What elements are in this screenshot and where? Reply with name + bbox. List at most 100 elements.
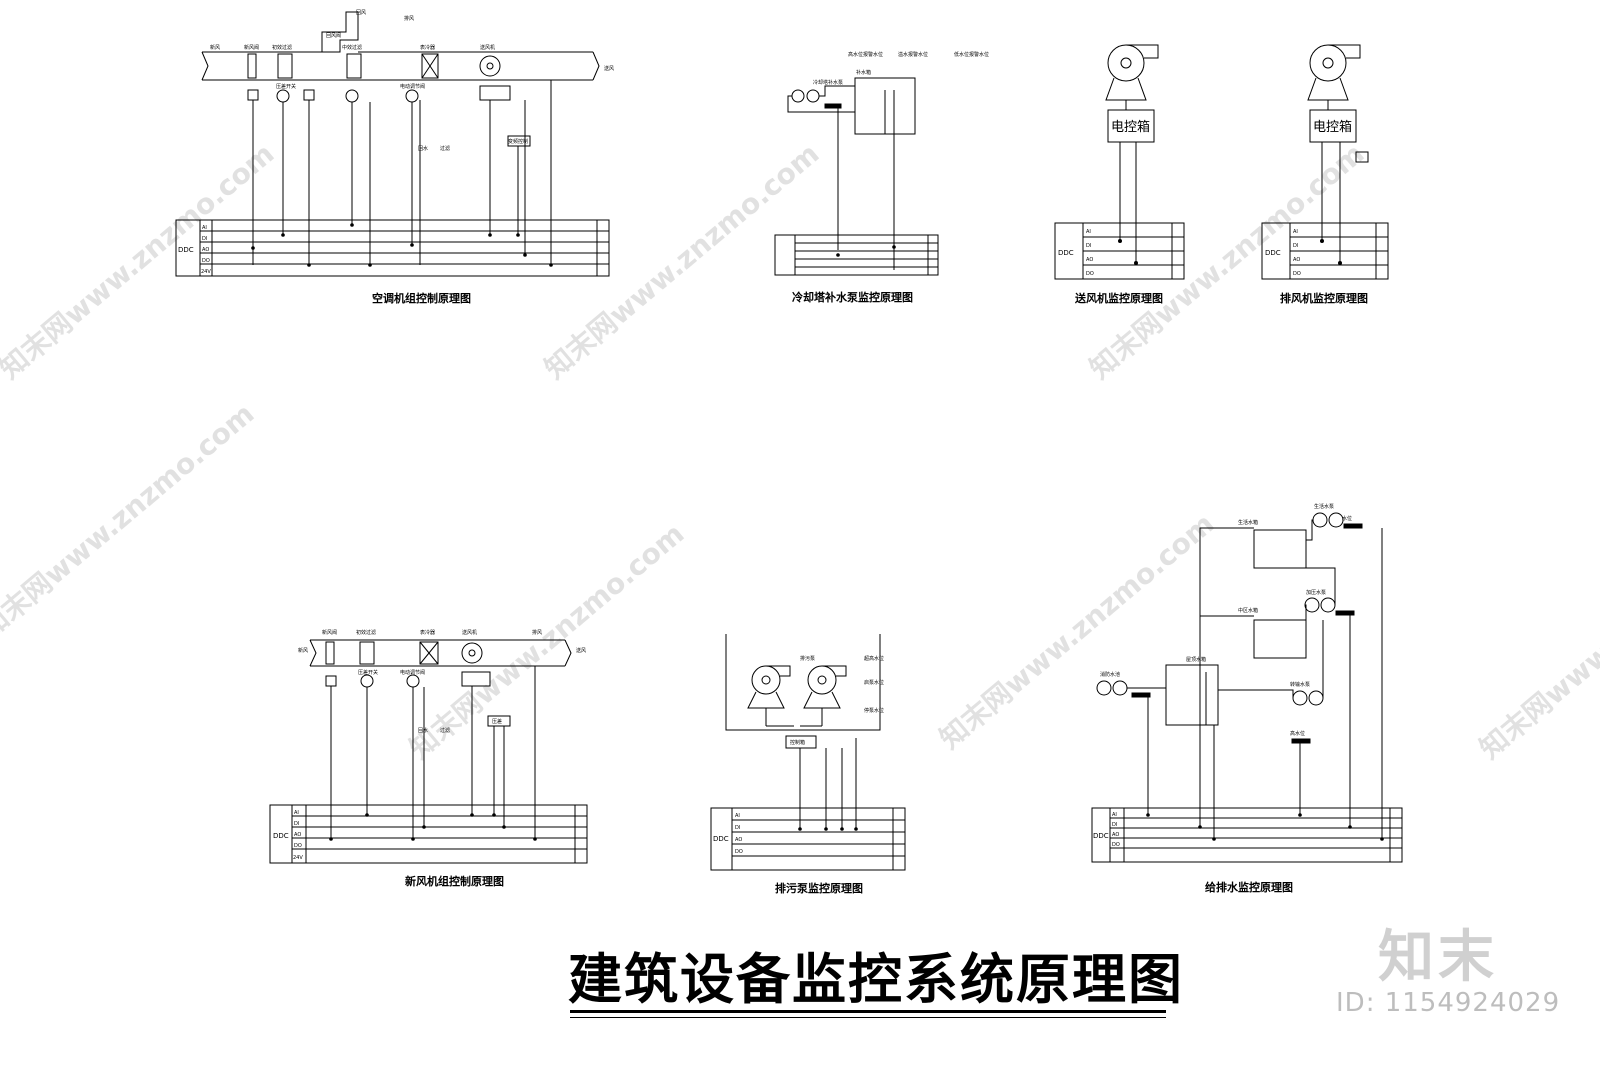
fa-label-coil: 表冷器	[420, 629, 435, 636]
ahu-io-ai: AI	[202, 225, 207, 231]
watermark-6: 知末网www.znzmo.com	[933, 507, 1220, 755]
title-underline-thick	[570, 1010, 1166, 1013]
ahu-label-new-air: 新风	[210, 44, 220, 51]
fa-sensor-2	[360, 674, 374, 688]
ahu-fan-icon	[479, 55, 501, 77]
fa-label-supply: 送风	[576, 647, 586, 654]
fa-label-filter: 初效过滤	[356, 629, 376, 636]
fa-sensor-3	[406, 674, 420, 688]
water-caption: 给排水监控原理图	[1205, 880, 1293, 894]
ahu-ddc-table	[175, 219, 610, 277]
ct-label-low: 低水位报警水位	[954, 51, 989, 58]
ahu-label-filtering: 过滤	[440, 145, 450, 152]
water-io-do: DO	[1112, 842, 1120, 848]
sewage-pump-2-icon	[807, 665, 837, 695]
supply-fan-io-do: DO	[1086, 271, 1094, 277]
fresh-air-diagram	[269, 639, 588, 864]
fa-io-ai: AI	[294, 810, 299, 816]
exhaust-fan-diagram	[1261, 44, 1389, 280]
sewage-label-box: 控制箱	[790, 739, 805, 746]
fa-coil	[419, 641, 439, 665]
supply-fan-control-box	[1107, 109, 1155, 143]
supply-fan-diagram	[1054, 44, 1185, 280]
watermark-4: 知末网www.znzmo.com	[0, 397, 260, 645]
fa-label-filtering: 过滤	[440, 727, 450, 734]
water-label-booster: 加压水泵	[1306, 589, 1326, 596]
water-roof-tank	[1253, 529, 1307, 569]
fa-io-do: DO	[294, 843, 302, 849]
sewage-io-di: DI	[735, 825, 740, 831]
ahu-label-filter: 初效过滤	[272, 44, 292, 51]
fa-label-damper: 新风阀	[322, 629, 337, 636]
water-mid-tank	[1253, 619, 1307, 659]
exhaust-fan-ddc-label: DDC	[1265, 249, 1281, 257]
ahu-sensor-7	[507, 135, 531, 147]
ahu-duct-right-end	[592, 51, 600, 81]
exhaust-fan-icon	[1309, 44, 1347, 82]
water-pump-6-icon	[1308, 690, 1324, 706]
sewage-label-pump: 排污泵	[800, 655, 815, 662]
title-underline-thin	[570, 1017, 1166, 1018]
ahu-duct-left-end	[201, 51, 209, 81]
fa-io-24v: 24V	[293, 855, 303, 861]
supply-fan-texts: 电控箱 DDC AI DI AO DO 送风机监控原理图	[1058, 119, 1163, 305]
ahu-label-vfd: 变频控制	[508, 138, 528, 145]
ahu-filter-2	[277, 53, 293, 79]
supply-fan-box-label: 电控箱	[1111, 119, 1150, 135]
exhaust-fan-box-label: 电控箱	[1313, 119, 1352, 135]
ct-pump-2-icon	[806, 89, 820, 103]
supply-fan-icon	[1107, 44, 1145, 82]
fa-label-fan: 送风机	[462, 629, 477, 636]
ahu-label-supply: 送风	[604, 65, 614, 72]
ct-label-tank: 补水箱	[856, 69, 871, 76]
page-title: 建筑设备监控系统原理图	[568, 948, 1184, 1011]
ahu-sensor-5	[405, 89, 419, 103]
exhaust-fan-control-box	[1309, 109, 1357, 143]
sewage-ddc-label: DDC	[713, 835, 729, 843]
ahu-label-return-damper: 回风阀	[326, 32, 341, 39]
ahu-label-dp-switch: 压差开关	[276, 83, 296, 90]
exhaust-fan-io-di: DI	[1293, 243, 1298, 249]
sewage-texts: 排污泵 控制箱 超高水位 启泵水位 停泵水位 DDC AI DI AO DO 排…	[713, 655, 884, 895]
sewage-pit	[725, 634, 881, 731]
ct-level-indicator	[824, 103, 842, 109]
fa-label-valve: 电动调节阀	[400, 669, 425, 676]
water-ddc-table	[1091, 807, 1403, 863]
fa-caption: 新风机组控制原理图	[405, 874, 504, 888]
exhaust-fan-switch	[1355, 151, 1369, 163]
ahu-diagram	[175, 11, 610, 277]
ahu-sensor-6	[479, 85, 511, 101]
fa-ddc-label: DDC	[273, 832, 289, 840]
fa-io-ao: AO	[294, 832, 301, 838]
watermark-7: 知末网www.znzmo.com	[1473, 517, 1600, 765]
water-level-1	[1343, 523, 1363, 529]
ahu-label-mid-filter: 中效过滤	[342, 44, 362, 51]
water-diagram	[1091, 512, 1403, 863]
sewage-label-high: 超高水位	[864, 655, 884, 662]
ahu-ddc-label: DDC	[178, 246, 194, 254]
water-pump-8-icon	[1112, 680, 1128, 696]
water-label-roof: 屋顶水箱	[1186, 656, 1206, 663]
ahu-filter-3	[346, 53, 362, 79]
exhaust-fan-io-do: DO	[1293, 271, 1301, 277]
sewage-label-start: 启泵水位	[864, 679, 884, 686]
ahu-label-damper: 新风阀	[244, 44, 259, 51]
water-io-di: DI	[1112, 822, 1117, 828]
ahu-label-coil: 表冷器	[420, 44, 435, 51]
ahu-coil	[421, 53, 439, 79]
fa-fan-icon	[461, 642, 483, 664]
fa-label-new-air: 新风	[298, 647, 308, 654]
water-io-ao: AO	[1112, 832, 1119, 838]
water-label-transfer: 转输水泵	[1290, 681, 1310, 688]
ahu-io-di: DI	[202, 236, 207, 242]
water-ddc-label: DDC	[1093, 832, 1109, 840]
sewage-diagram	[710, 634, 906, 871]
brand-id-label: ID: 1154924029	[1336, 988, 1561, 1018]
sewage-label-stop: 停泵水位	[864, 707, 884, 714]
watermark-1: 知末网www.znzmo.com	[0, 137, 280, 385]
ahu-texts: DDC AI DI AO DO 24V 新风 新风阀 初效过滤 回风阀 中效过滤…	[178, 10, 614, 305]
ahu-io-24v: 24V	[201, 269, 211, 275]
water-label-high: 高水位	[1290, 730, 1305, 737]
